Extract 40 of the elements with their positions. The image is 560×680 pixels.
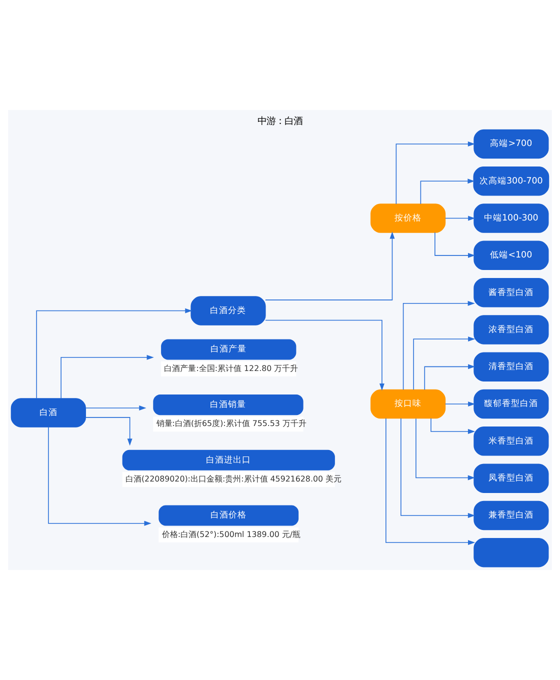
node-box: 中端100-300 bbox=[474, 204, 549, 233]
node-box: 低端<100 bbox=[474, 240, 549, 270]
arrow bbox=[85, 405, 146, 410]
arrow bbox=[36, 308, 192, 399]
arrow bbox=[265, 232, 395, 300]
node-box: 兼香型白酒 bbox=[474, 500, 549, 530]
arrow bbox=[416, 418, 475, 480]
node-box: 酱香型白酒 bbox=[474, 278, 549, 308]
node-label: 白酒(22089020):出口金额:贵州:累计值 45921628.00 美元 bbox=[125, 474, 342, 484]
arrow bbox=[396, 142, 476, 204]
node-label: 销量:白酒(折65度):累计值 755.53 万千升 bbox=[156, 419, 306, 428]
arrow bbox=[85, 417, 132, 446]
node-box: 清香型白酒 bbox=[474, 352, 549, 382]
node-box: 浓香型白酒 bbox=[474, 315, 549, 344]
node-label: 白酒产量:全国:累计值 122.80 万千升 bbox=[164, 364, 298, 373]
arrow bbox=[444, 216, 476, 221]
arrow bbox=[424, 364, 476, 390]
arrow bbox=[413, 336, 476, 390]
arrow bbox=[400, 418, 476, 518]
arrow bbox=[386, 418, 476, 546]
arrow bbox=[434, 232, 476, 258]
node-label: 价格:白酒(52°):500ml 1389.00 元/瓶 bbox=[162, 530, 301, 539]
arrow bbox=[60, 354, 154, 399]
node-box: 按口味 bbox=[370, 389, 446, 419]
node-box: 按价格 bbox=[370, 204, 446, 233]
node-box: 白酒 bbox=[10, 398, 86, 428]
arrow bbox=[430, 418, 476, 434]
node-box: 馥郁香型白酒 bbox=[474, 389, 549, 419]
diagram-title: 中游：白酒 bbox=[258, 116, 302, 127]
node-box: 高端>700 bbox=[474, 129, 549, 159]
node-box bbox=[474, 538, 549, 568]
node-box: 米香型白酒 bbox=[474, 426, 549, 456]
arrow bbox=[265, 320, 384, 391]
node-box: 凤香型白酒 bbox=[474, 464, 549, 493]
node-box: 次高端300-700 bbox=[473, 166, 550, 196]
arrow bbox=[402, 300, 475, 390]
arrow bbox=[420, 178, 475, 204]
arrow bbox=[48, 426, 152, 526]
node-box: 白酒分类 bbox=[190, 296, 266, 326]
arrow bbox=[444, 402, 476, 407]
